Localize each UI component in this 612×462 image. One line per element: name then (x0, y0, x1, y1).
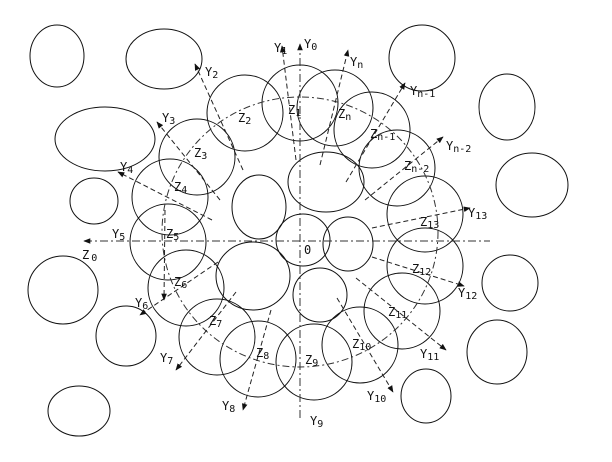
ray-y13 (371, 206, 471, 229)
ray-z-lower-left (161, 209, 167, 301)
ray-y4 (117, 171, 213, 221)
inner-particle (322, 216, 374, 272)
outer-particle (388, 24, 456, 92)
ring-particle-z11 (363, 272, 441, 350)
ray-y7 (175, 291, 237, 371)
ray-y2 (194, 63, 244, 171)
y-label-7: Y7 (160, 351, 173, 367)
z-label-2: Z2 (238, 111, 251, 127)
z-label-5: Z5 (166, 227, 179, 243)
outer-particles (27, 24, 569, 437)
z-label-6: Z6 (174, 275, 187, 291)
y-label-n: Yn (350, 55, 363, 71)
inner-particle (287, 151, 365, 213)
y-label-13: Y13 (468, 206, 487, 222)
ring-particle-z6 (147, 249, 225, 327)
ray-y11 (355, 277, 447, 351)
ray-y10 (336, 297, 394, 393)
y-label-9: Y9 (310, 414, 323, 430)
z-label-n-2: Zn-2 (404, 159, 429, 175)
y-label-3: Y3 (162, 111, 175, 127)
z-label-n: Zn (338, 107, 351, 123)
z-label-8: Z8 (256, 346, 269, 362)
ring-particle-zn1 (333, 91, 411, 169)
z-label-10: Z10 (352, 337, 371, 353)
y-labels: Y0 Y1 Y2 Y3 Y4 Y5 Y6 Y7 Y8 Y9 Y10 Y11 Y1… (112, 37, 487, 430)
ray-y12 (371, 256, 465, 287)
ring-particle-z3 (158, 118, 236, 196)
local-y-rays (117, 45, 471, 411)
ring-particle-z12 (386, 227, 464, 305)
y-label-8: Y8 (222, 399, 235, 415)
outer-particle (69, 177, 119, 225)
z-label-3: Z3 (194, 146, 207, 162)
outer-particle (54, 106, 156, 172)
ring-particle-z7 (178, 298, 256, 376)
outer-particle (29, 24, 85, 88)
y-label-6: Y6 (135, 296, 148, 312)
y-label-n-2: Yn-2 (446, 139, 471, 155)
inner-particle (231, 174, 287, 240)
ray-y8 (242, 309, 272, 411)
ring-particle-z4 (131, 158, 209, 236)
y-label-0: Y0 (304, 37, 317, 53)
y-label-11: Y11 (420, 347, 439, 363)
inner-particle (215, 241, 291, 311)
y-label-10: Y10 (367, 389, 386, 405)
z-label-n-1: Zn-1 (370, 127, 395, 143)
ring-particle-zn (296, 69, 374, 147)
outer-particle (400, 368, 452, 424)
y-label-4: Y4 (120, 160, 133, 176)
ring-particle-z2 (206, 74, 284, 152)
y-label-12: Y12 (458, 286, 477, 302)
ring-particle-z10 (321, 306, 399, 384)
inner-particle (292, 267, 348, 323)
z-label-1: Z1 (288, 103, 301, 119)
ring-particle-z13 (386, 175, 464, 253)
outer-particle (47, 385, 111, 437)
z-label-13: Z13 (420, 215, 439, 231)
inner-particles (215, 151, 374, 323)
outer-particle (495, 152, 569, 218)
y-label-5: Y5 (112, 227, 125, 243)
ring-particle-z8 (219, 320, 297, 398)
z-label-4: Z4 (174, 180, 187, 196)
outer-particle (95, 305, 157, 367)
z-label-11: Z11 (388, 305, 407, 321)
center-label: 0 (304, 243, 311, 257)
ray-y1 (279, 45, 297, 161)
z-label-9: Z9 (305, 353, 318, 369)
y-label-n-1: Yn-1 (410, 84, 435, 100)
y-label-1: Y1 (274, 41, 287, 57)
inner-particle (275, 213, 331, 267)
outer-particle (478, 73, 536, 141)
ray-yn2 (364, 136, 444, 201)
ring-particle-zn2 (358, 129, 436, 207)
outer-particle (27, 255, 99, 325)
ray-y3 (156, 121, 221, 201)
outer-particle (481, 254, 539, 312)
ring-particle-z5 (129, 203, 207, 281)
outer-particle (466, 319, 528, 385)
ray-yn (319, 49, 350, 166)
ring-particle-z9 (275, 323, 353, 401)
y-label-2: Y2 (205, 65, 218, 81)
outer-particle (125, 28, 203, 90)
ray-yn1 (345, 82, 406, 183)
z-label-12: Z12 (412, 262, 431, 278)
z-label-7: Z7 (209, 314, 222, 330)
